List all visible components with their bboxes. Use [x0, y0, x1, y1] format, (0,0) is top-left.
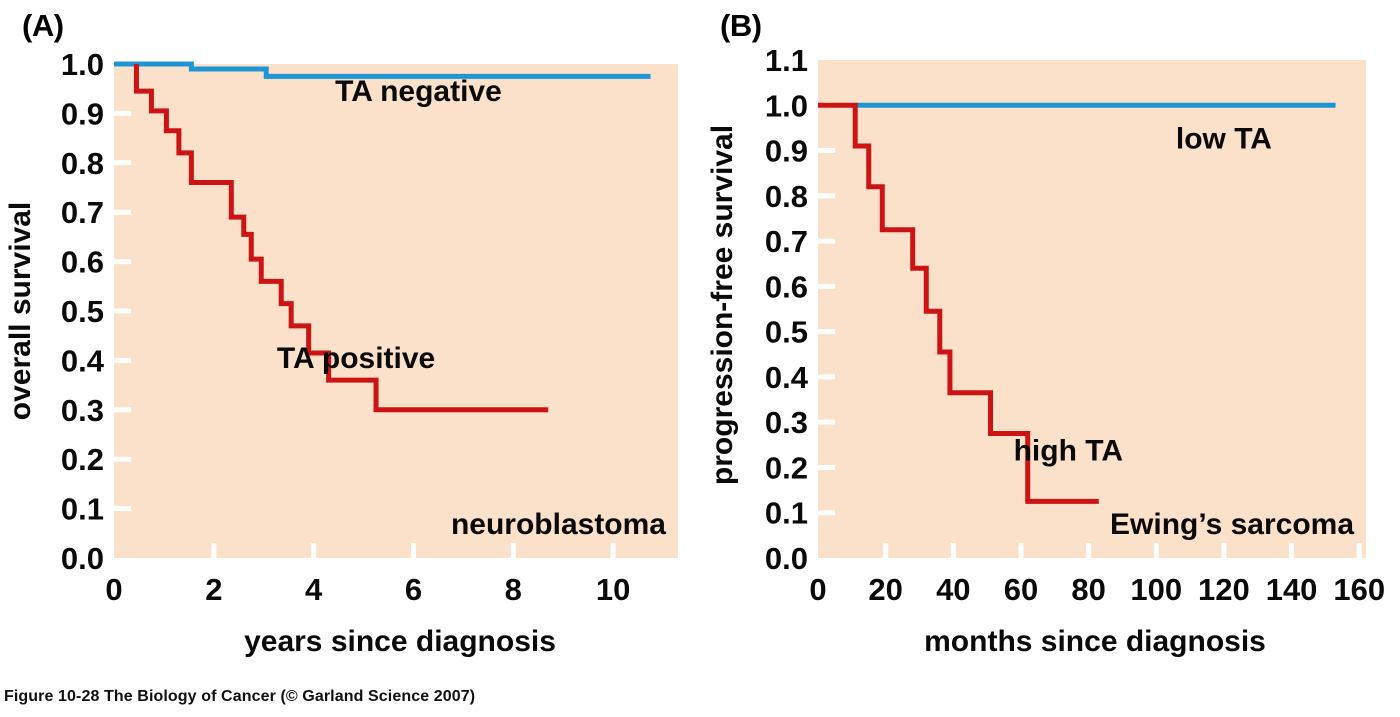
x-tick-label: 0 — [809, 572, 826, 607]
x-tick-label: 140 — [1266, 572, 1318, 607]
y-tick-label: 0.0 — [765, 541, 808, 576]
y-tick-label: 0.4 — [61, 343, 105, 378]
panel-a: (A) 0.0 0.1 0.2 0.3 0.4 0.5 0.6 0.7 0.8 0.9 1.0 0 2 4… — [0, 0, 700, 690]
curve-label-ta-negative: TA negative — [335, 75, 502, 108]
x-tick-label: 10 — [596, 572, 630, 607]
y-axis-title: progression-free survival — [706, 125, 739, 485]
y-tick-label: 0.9 — [61, 96, 104, 131]
panel-b: (B) 0.0 0.1 0.2 0.3 0.4 0.5 0.6 0.7 0.8 0.9 1.0 1.1… — [700, 0, 1400, 690]
y-tick-label: 0.3 — [765, 405, 808, 440]
x-tick-label: 100 — [1130, 572, 1182, 607]
series-curve-ta-negative — [114, 61, 651, 79]
y-tick-label: 1.0 — [61, 47, 104, 82]
x-tick-label: 2 — [205, 572, 222, 607]
y-tick-label: 0.2 — [61, 442, 104, 477]
x-axis-title: months since diagnosis — [924, 625, 1266, 658]
y-tick-label: 0.4 — [765, 360, 809, 395]
y-axis-title: overall survival — [4, 202, 37, 420]
x-tick-label: 80 — [1071, 572, 1105, 607]
y-tick-label: 0.9 — [765, 134, 808, 169]
y-tick-label: 0.8 — [61, 146, 104, 181]
x-tick-label: 8 — [505, 572, 522, 607]
y-tick-label: 0.1 — [765, 496, 808, 531]
panel-a-letter: (A) — [22, 8, 64, 43]
y-tick-label: 0.6 — [61, 245, 104, 280]
panel-b-letter: (B) — [720, 8, 762, 43]
curve-label-high-ta: high TA — [1014, 435, 1123, 468]
x-tick-label: 40 — [936, 572, 970, 607]
x-axis-title: years since diagnosis — [244, 625, 556, 658]
y-tick-label: 1.1 — [765, 43, 808, 78]
plot-area-background — [818, 60, 1366, 558]
x-tick-label: 0 — [105, 572, 122, 607]
panel-b-plot: 0.0 0.1 0.2 0.3 0.4 0.5 0.6 0.7 0.8 0.9 1.0 1.1 0 20 4… — [706, 43, 1385, 658]
x-tick-label: 60 — [1004, 572, 1038, 607]
y-tick-label: 0.7 — [61, 195, 104, 230]
y-tick-label: 0.3 — [61, 393, 104, 428]
y-tick-label: 0.5 — [765, 315, 808, 350]
x-tick-label: 120 — [1198, 572, 1250, 607]
x-tick-label: 160 — [1333, 572, 1385, 607]
panel-a-plot: 0.0 0.1 0.2 0.3 0.4 0.5 0.6 0.7 0.8 0.9 1.0 0 2 4 6 8 10… — [4, 47, 678, 658]
plot-area-background — [114, 64, 678, 558]
x-tick-label: 4 — [305, 572, 323, 607]
x-tick-label: 6 — [405, 572, 422, 607]
y-tick-label: 0.8 — [765, 179, 808, 214]
x-tick-label: 20 — [868, 572, 902, 607]
series-curve-high-ta — [818, 102, 1099, 504]
y-tick-label: 0.5 — [61, 294, 104, 329]
y-tick-label: 0.2 — [765, 450, 808, 485]
curve-label-ta-positive: TA positive — [277, 342, 435, 375]
y-tick-label: 0.6 — [765, 269, 808, 304]
figure-caption: Figure 10-28 The Biology of Cancer (© Ga… — [4, 688, 476, 705]
panel-note: neuroblastoma — [451, 508, 666, 541]
y-tick-label: 0.7 — [765, 224, 808, 259]
panel-note: Ewing’s sarcoma — [1110, 508, 1354, 541]
curve-label-low-ta: low TA — [1176, 122, 1272, 155]
y-tick-label: 0.1 — [61, 492, 104, 527]
y-tick-label: 1.0 — [765, 88, 808, 123]
y-tick-label: 0.0 — [61, 541, 104, 576]
series-curve-ta-positive — [133, 64, 549, 413]
